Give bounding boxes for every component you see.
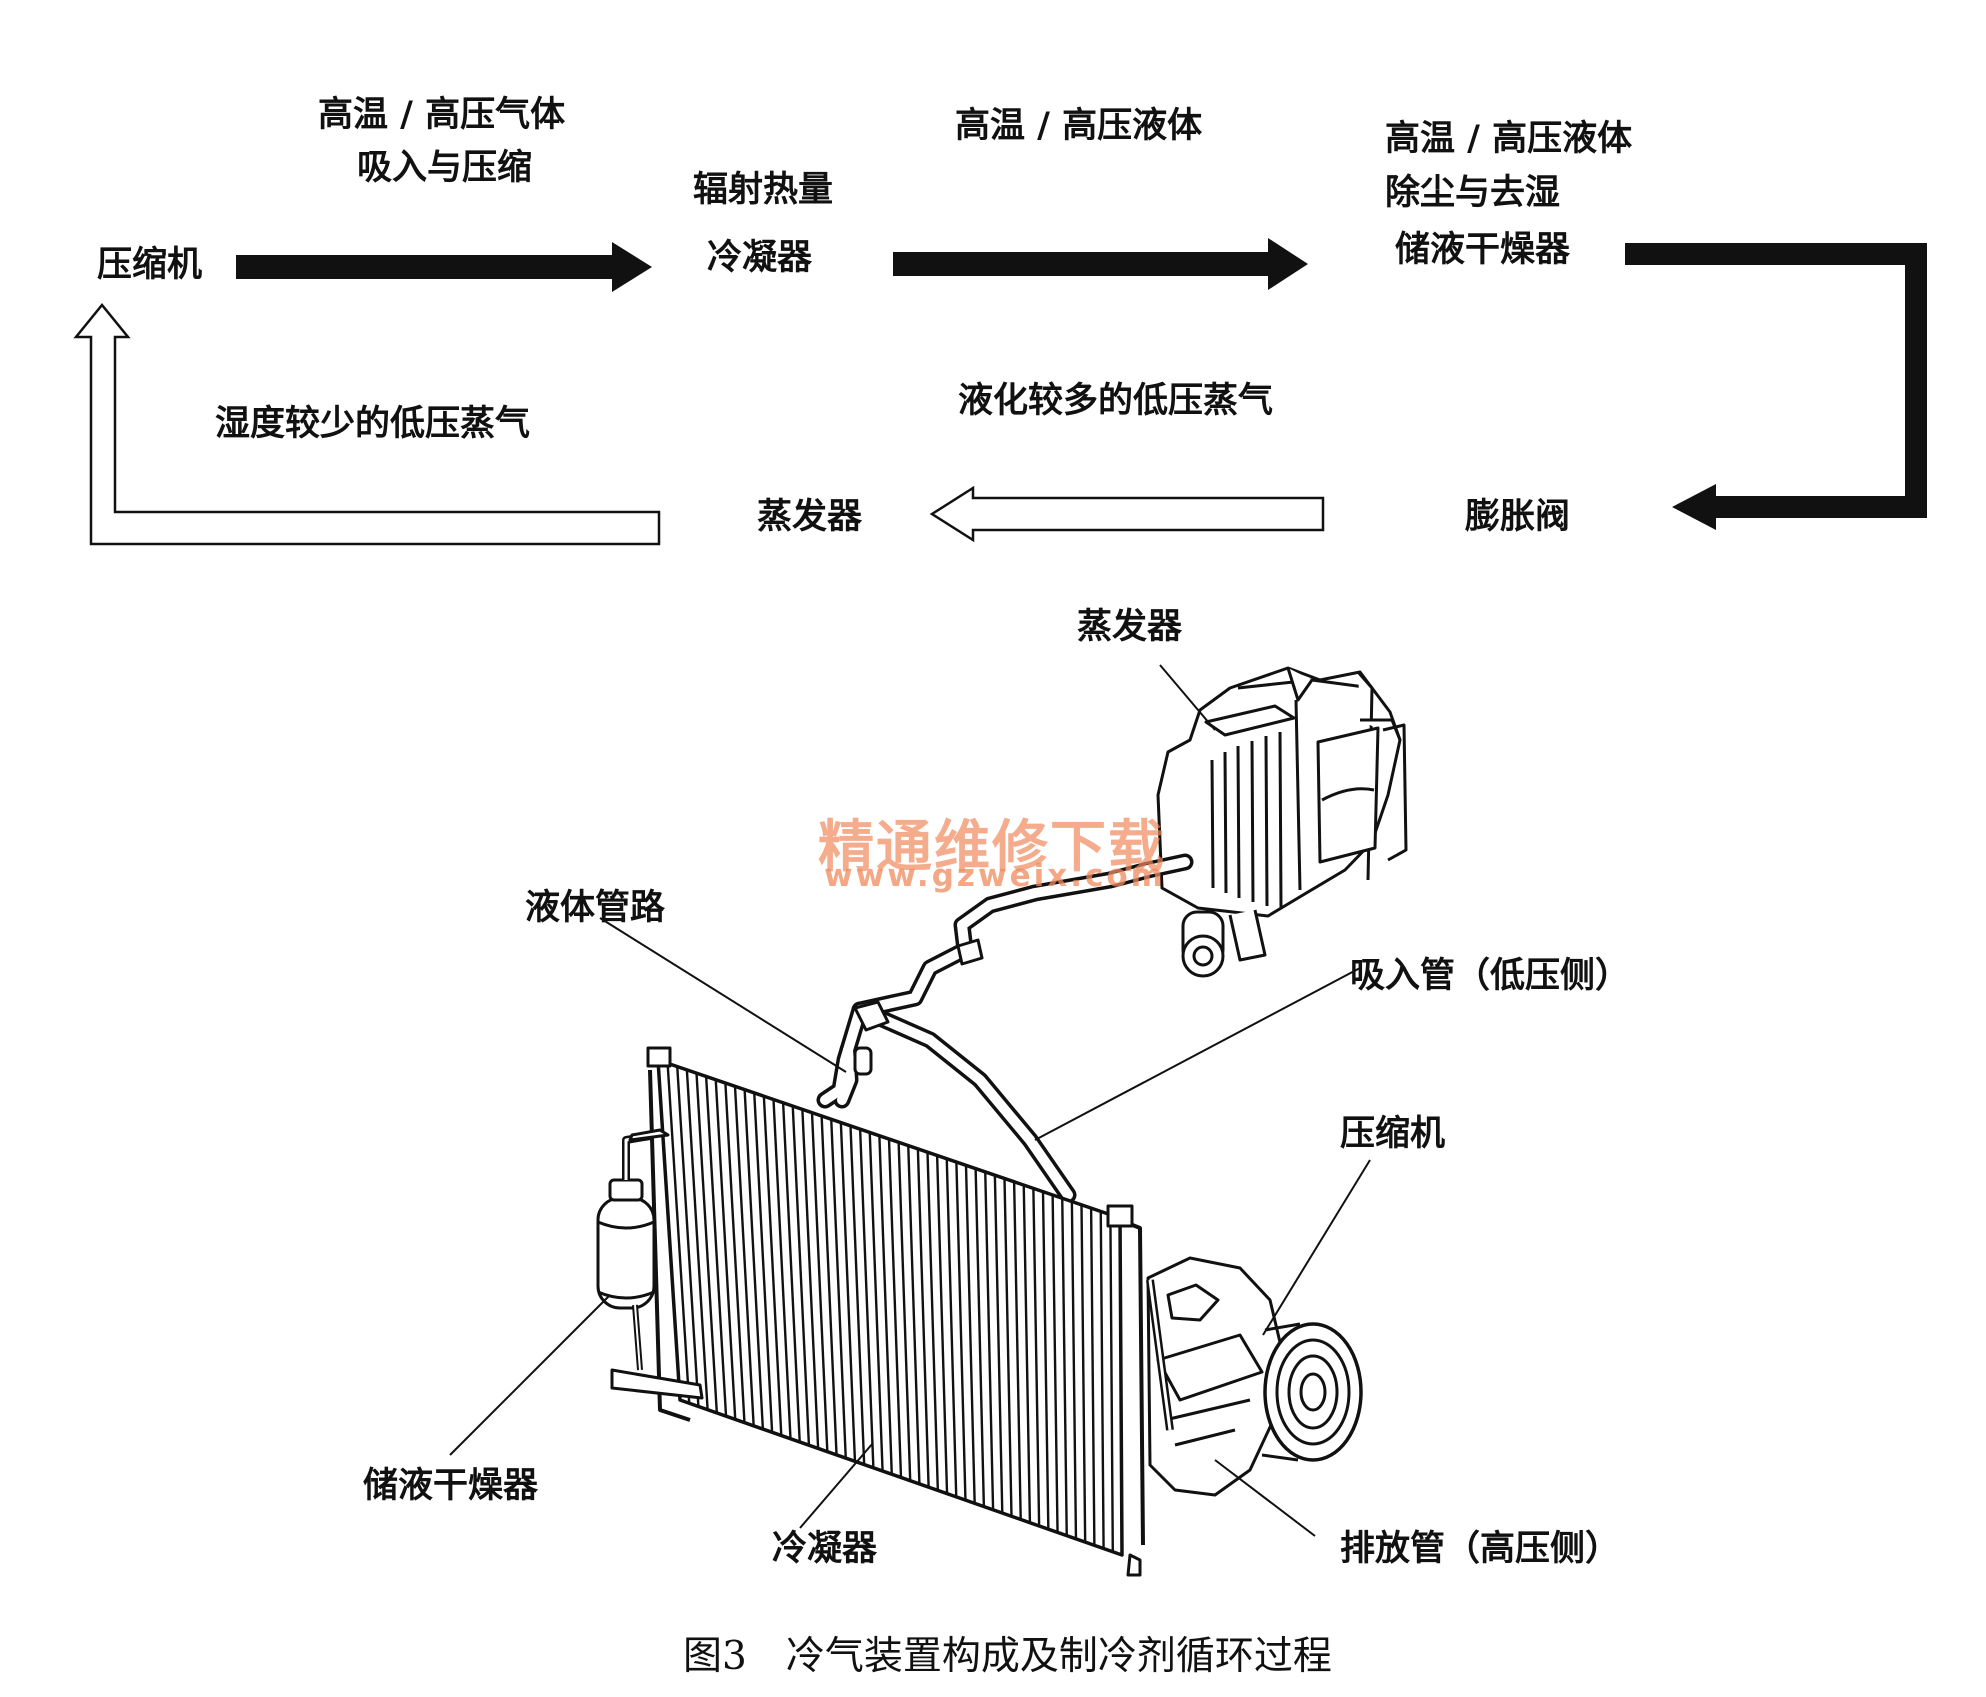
flow-expansion-valve: 膨胀阀 — [1465, 497, 1571, 537]
fig-suction-pipe: 吸入管（低压侧） — [1350, 956, 1631, 996]
watermark-url: www.gzweix.com — [824, 858, 1166, 894]
flow-2: 高温 / 高压液体 — [955, 106, 1203, 146]
arrow-drier-to-expansion-valve — [1625, 243, 1927, 530]
flow-drier: 储液干燥器 — [1395, 230, 1571, 270]
flow-1-line-1: 高温 / 高压气体 — [318, 95, 566, 135]
flow-evaporator: 蒸发器 — [757, 497, 863, 537]
watermark-cn: 精通维修下载 — [818, 815, 1166, 880]
flow-return: 湿度较少的低压蒸气 — [215, 404, 531, 444]
fig-evaporator: 蒸发器 — [1077, 607, 1183, 647]
arrow-expansion-to-evaporator — [929, 485, 1325, 543]
arrow-compressor-to-condenser — [236, 242, 652, 292]
condenser-illustration — [646, 1046, 1145, 1577]
fig-discharge-pipe: 排放管（高压侧） — [1340, 1529, 1621, 1569]
flow-condenser: 冷凝器 — [707, 238, 813, 278]
piping-illustration — [816, 853, 1194, 1204]
flow-condenser-function: 辐射热量 — [693, 170, 834, 210]
fig-condenser: 冷凝器 — [772, 1529, 878, 1569]
receiver-drier-illustration — [596, 1128, 704, 1400]
fig-receiver-drier: 储液干燥器 — [363, 1466, 539, 1506]
leader-lines — [449, 664, 1371, 1537]
flow-drier-line-1: 高温 / 高压液体 — [1385, 119, 1633, 159]
evaporator-illustration — [1156, 666, 1408, 978]
flow-drier-line-2: 除尘与去湿 — [1385, 173, 1561, 213]
flow-compressor: 压缩机 — [97, 245, 203, 285]
compressor-illustration — [1146, 1256, 1363, 1497]
arrow-evaporator-to-compressor — [73, 303, 661, 546]
fig-compressor: 压缩机 — [1340, 1114, 1446, 1154]
fig-liquid-line: 液体管路 — [525, 888, 666, 928]
figure-caption: 图3 冷气装置构成及制冷剂循环过程 — [683, 1634, 1332, 1679]
arrow-condenser-to-drier — [893, 238, 1308, 290]
flow-1-line-2: 吸入与压缩 — [357, 148, 533, 188]
flow-mid: 液化较多的低压蒸气 — [958, 381, 1274, 421]
